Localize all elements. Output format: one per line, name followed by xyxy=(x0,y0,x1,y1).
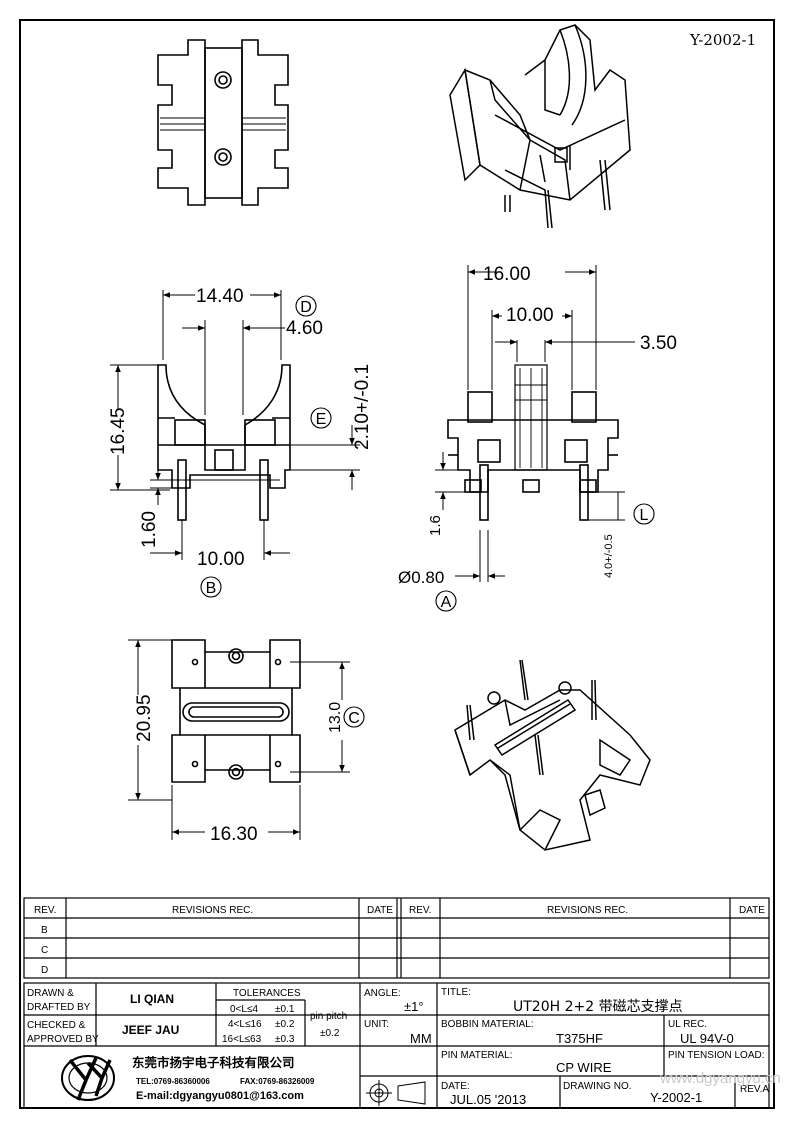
drawn-label-1: DRAWN & xyxy=(27,988,74,999)
pin-pitch-value: ±0.2 xyxy=(320,1028,340,1039)
watermark: www.dgyangyu.cn xyxy=(659,1070,781,1087)
marker-e-circle xyxy=(310,407,332,429)
revision-table xyxy=(23,897,770,979)
pin-material-label: PIN MATERIAL: xyxy=(441,1050,513,1061)
dim-20-95: 20.95 xyxy=(134,694,155,742)
tol-range-2: 4<L≤16 xyxy=(228,1019,262,1030)
company-logo-icon xyxy=(61,1055,115,1101)
title-value: UT20H 2+2 带磁芯支撑点 xyxy=(513,999,683,1015)
company-logo-letters: YY xyxy=(87,1082,89,1084)
side-view-dimensions xyxy=(110,290,360,560)
dim-1-6: 1.6 xyxy=(427,515,444,536)
tol-range-1: 0<L≤4 xyxy=(230,1004,258,1015)
checked-label-1: CHECKED & xyxy=(27,1020,86,1031)
isometric-view-bottom xyxy=(454,659,651,851)
dim-16-00: 16.00 xyxy=(483,264,531,285)
dim-14-40: 14.40 xyxy=(196,286,244,307)
rev-row-b: B xyxy=(41,925,48,936)
tol-value-1: ±0.1 xyxy=(275,1004,295,1015)
rev-a-label: REV.A xyxy=(740,1084,769,1095)
date-header-left: DATE xyxy=(367,905,393,916)
bottom-view-dimensions xyxy=(128,639,350,840)
dim-16-30: 16.30 xyxy=(210,824,258,845)
dim-10-00-front: 10.00 xyxy=(506,305,554,326)
date-value: JUL.05 '2013 xyxy=(450,1092,526,1107)
marker-a-circle xyxy=(435,590,457,612)
dim-2-10: 2.10+/-0.1 xyxy=(352,364,373,450)
title-block-grid xyxy=(23,982,770,1109)
drawing-no-label: DRAWING NO. xyxy=(563,1081,632,1092)
bobbin-value: T375HF xyxy=(556,1031,603,1046)
bobbin-label: BOBBIN MATERIAL: xyxy=(441,1019,534,1030)
rev-row-c: C xyxy=(41,945,48,956)
unit-value: MM xyxy=(410,1031,432,1046)
tol-value-3: ±0.3 xyxy=(275,1034,295,1045)
drawing-no-value: Y-2002-1 xyxy=(650,1090,702,1105)
drawing-code: Y-2002-1 xyxy=(689,31,756,49)
marker-a: A xyxy=(441,594,452,611)
side-view xyxy=(157,364,291,521)
tol-range-3: 16<L≤63 xyxy=(222,1034,262,1045)
tol-value-2: ±0.2 xyxy=(275,1019,295,1030)
date-header-right: DATE xyxy=(739,905,765,916)
pin-material-value: CP WIRE xyxy=(556,1060,612,1075)
angle-label: ANGLE: xyxy=(364,988,401,999)
projection-symbol-icon xyxy=(366,1080,426,1106)
angle-value: ±1° xyxy=(404,999,424,1014)
company-fax: FAX:0769-86326009 xyxy=(240,1077,315,1086)
dim-3-50: 3.50 xyxy=(640,333,677,354)
dim-4-0: 4.0+/-0.5 xyxy=(603,534,615,578)
marker-e: E xyxy=(316,411,327,428)
rev-header-right: REV. xyxy=(409,905,431,916)
drawn-label-2: DRAFTED BY xyxy=(27,1002,91,1013)
dim-10-00-side: 10.00 xyxy=(197,549,245,570)
rev-header-left: REV. xyxy=(34,905,56,916)
revisions-header-right: REVISIONS REC. xyxy=(547,905,628,916)
revisions-header-left: REVISIONS REC. xyxy=(172,905,253,916)
tolerances-label: TOLERANCES xyxy=(233,988,301,999)
bottom-view xyxy=(171,639,301,783)
checked-label-2: APPROVED BY xyxy=(27,1034,99,1045)
marker-l: L xyxy=(640,507,649,524)
top-view xyxy=(157,39,289,206)
checked-name: JEEF JAU xyxy=(122,1023,179,1037)
company-tel: TEL:0769-86360006 xyxy=(136,1077,210,1086)
marker-b-circle xyxy=(200,576,222,598)
dim-4-60: 4.60 xyxy=(286,318,323,339)
dim-0-80: Ø0.80 xyxy=(398,568,444,587)
title-label: TITLE: xyxy=(441,987,471,998)
company-name: 东莞市扬宇电子科技有限公司 xyxy=(132,1055,295,1070)
dim-16-45: 16.45 xyxy=(108,407,129,455)
company-email: E-mail:dgyangyu0801@163.com xyxy=(136,1090,304,1102)
front-view xyxy=(447,364,619,521)
unit-label: UNIT: xyxy=(364,1019,389,1030)
pin-tension-label: PIN TENSION LOAD: xyxy=(668,1050,765,1061)
marker-c-circle xyxy=(343,706,365,728)
pin-pitch-label: pin pitch xyxy=(310,1011,347,1022)
ul-label: UL REC. xyxy=(668,1019,707,1030)
rev-row-d: D xyxy=(41,965,48,976)
marker-d-circle xyxy=(295,295,317,317)
date-label: DATE: xyxy=(441,1081,470,1092)
dim-1-60: 1.60 xyxy=(139,511,160,548)
ul-value: UL 94V-0 xyxy=(680,1031,734,1046)
isometric-view-top xyxy=(449,24,631,229)
marker-l-circle xyxy=(633,503,655,525)
drawn-name: LI QIAN xyxy=(130,992,174,1006)
marker-d: D xyxy=(300,299,312,316)
marker-c: C xyxy=(348,710,360,727)
dim-13-0: 13.0 xyxy=(327,702,344,733)
marker-b: B xyxy=(206,580,217,597)
front-view-dimensions xyxy=(435,265,635,582)
